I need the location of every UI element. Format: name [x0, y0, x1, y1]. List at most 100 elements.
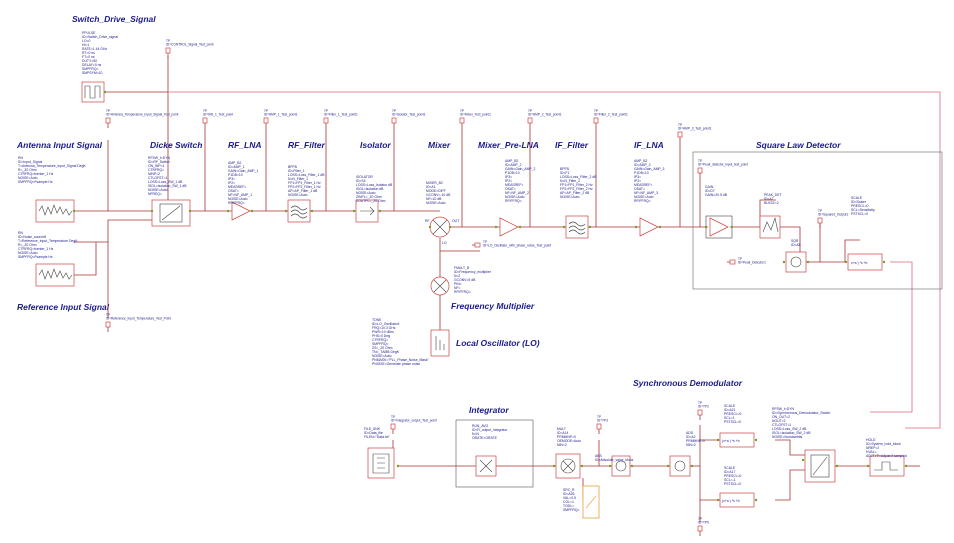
param-line: RATE=1.44 GHz — [82, 47, 107, 51]
param-line: IP3= — [634, 175, 641, 179]
if-lna-amplifier[interactable] — [639, 217, 659, 237]
real-source-block[interactable] — [582, 485, 600, 519]
param-line: RUN_AVG — [472, 424, 489, 428]
dicke-switch-block[interactable] — [151, 199, 191, 227]
test-point-antenna[interactable]: TPID=Antenna_Temperature_Input_Signal_Te… — [105, 109, 179, 128]
title-antenna-input: Antenna Input Signal — [16, 140, 103, 150]
reference-noise-source[interactable] — [35, 263, 75, 287]
antenna-noise-source[interactable] — [35, 199, 75, 223]
param-line: FMULT_B — [454, 266, 470, 270]
squarer-block[interactable] — [785, 251, 807, 273]
param-line: SCL=Sensitivity — [851, 208, 875, 212]
param-line: PNMASK="PLL_Phase_Noise_Mask" — [372, 358, 430, 362]
if-lna-params: AMP_B2ID=AMP_3GAIN=Gain_AMP_3P1DB=10IP3=… — [634, 159, 665, 203]
running-average-block[interactable] — [475, 455, 497, 477]
test-point-label: ID=Peak_Detector1 — [738, 261, 766, 265]
test-point-reference[interactable]: TPID=Reference_Input_Temperature_Test_Po… — [105, 313, 171, 332]
param-line: NOISE=Auto — [148, 188, 168, 192]
param-line: NREP=2 — [866, 446, 879, 450]
peak-detector-block[interactable] — [759, 215, 781, 239]
hold-block[interactable] — [869, 455, 905, 477]
port-pin — [690, 464, 694, 468]
scale-a17-block[interactable]: (x+a ) *s +b — [719, 492, 755, 508]
title-frequency-multiplier: Frequency Multiplier — [451, 301, 535, 311]
param-line: ID=System_hold_block — [866, 442, 901, 446]
port-pin — [226, 209, 230, 213]
port-pin — [150, 209, 154, 213]
test-point-lo_osc[interactable]: TPID=LO_Oscillator_with_phase_noise_Test… — [472, 240, 551, 248]
port-pin — [352, 209, 356, 213]
param-line: MODE=DIFF — [426, 189, 446, 193]
rf-lna-amplifier[interactable] — [231, 201, 251, 221]
frequency-multiplier-block[interactable] — [430, 276, 450, 296]
param-line: IP2= — [505, 179, 512, 183]
port-pin — [801, 458, 805, 462]
param-line: MULT — [557, 427, 566, 431]
param-line: ID=Noise_source8 — [18, 235, 46, 239]
absolute-value-block[interactable] — [611, 455, 631, 477]
param-line: SMPFRQ=Fsample Hz — [18, 180, 53, 184]
pulse-source[interactable] — [81, 81, 107, 103]
port-pin — [396, 464, 400, 468]
param-line: BPFB — [288, 165, 298, 169]
param-line: AMP_B2 — [634, 159, 647, 163]
param-line: AMP_B2 — [505, 159, 518, 163]
sensitivity-scaler-block[interactable]: x+a ) *s +b — [847, 253, 883, 271]
param-line: ON_INP=1 — [148, 164, 165, 168]
adder-block[interactable] — [669, 455, 691, 477]
if-filter-block[interactable] — [565, 215, 589, 239]
title-if-filter: IF_Filter — [555, 140, 589, 150]
param-line: ID=AMP_3 — [634, 163, 651, 167]
title-mixer-pre-lna: Mixer_Pre-LNA — [478, 140, 539, 150]
param-line: DELAY=0 ns — [82, 63, 102, 67]
lo-oscillator-block[interactable] — [430, 329, 450, 357]
param-line: AP=AP_Filter_1 dB — [288, 189, 318, 193]
test-point-label: ID=Filter_2_Test_point1 — [594, 113, 628, 117]
test-point-label: TP — [698, 517, 702, 521]
param-line: SMPFRQ= — [82, 67, 99, 71]
test-point-label: TP — [391, 415, 395, 419]
isolator-block[interactable] — [355, 199, 379, 223]
test-point-label: TP — [698, 159, 702, 163]
detector-gain-block[interactable] — [705, 215, 733, 239]
port-pin — [552, 464, 556, 468]
scale-a21-block[interactable]: (x+a ) *s +b — [719, 432, 755, 448]
param-line: RFIFFRQ= — [454, 290, 471, 294]
port-pin — [580, 464, 584, 468]
param-line: SMPSYM=10 — [82, 71, 103, 75]
rf-filter-block[interactable] — [287, 199, 311, 223]
param-line: RFSW_t=DYN — [772, 407, 794, 411]
mixer-pre-lna-amplifier[interactable] — [499, 217, 519, 237]
port-pin — [448, 225, 452, 229]
title-reference-input: Reference Input Signal — [17, 302, 110, 312]
multiplier-block[interactable] — [555, 453, 581, 479]
param-line: FILEN="Data.txt" — [364, 435, 390, 439]
synchronous-demod-switch[interactable] — [804, 449, 836, 483]
file-sink-block[interactable] — [367, 447, 395, 479]
test-point-label: ID=LO_Oscillator_with_phase_noise_Test_p… — [483, 244, 551, 248]
reference-wire — [74, 242, 97, 276]
title-isolator: Isolator — [360, 140, 391, 150]
mixer-block[interactable] — [429, 216, 451, 238]
test-point-label: ID=AMP_2_Test_point1 — [528, 113, 562, 117]
port-pin — [72, 209, 76, 213]
